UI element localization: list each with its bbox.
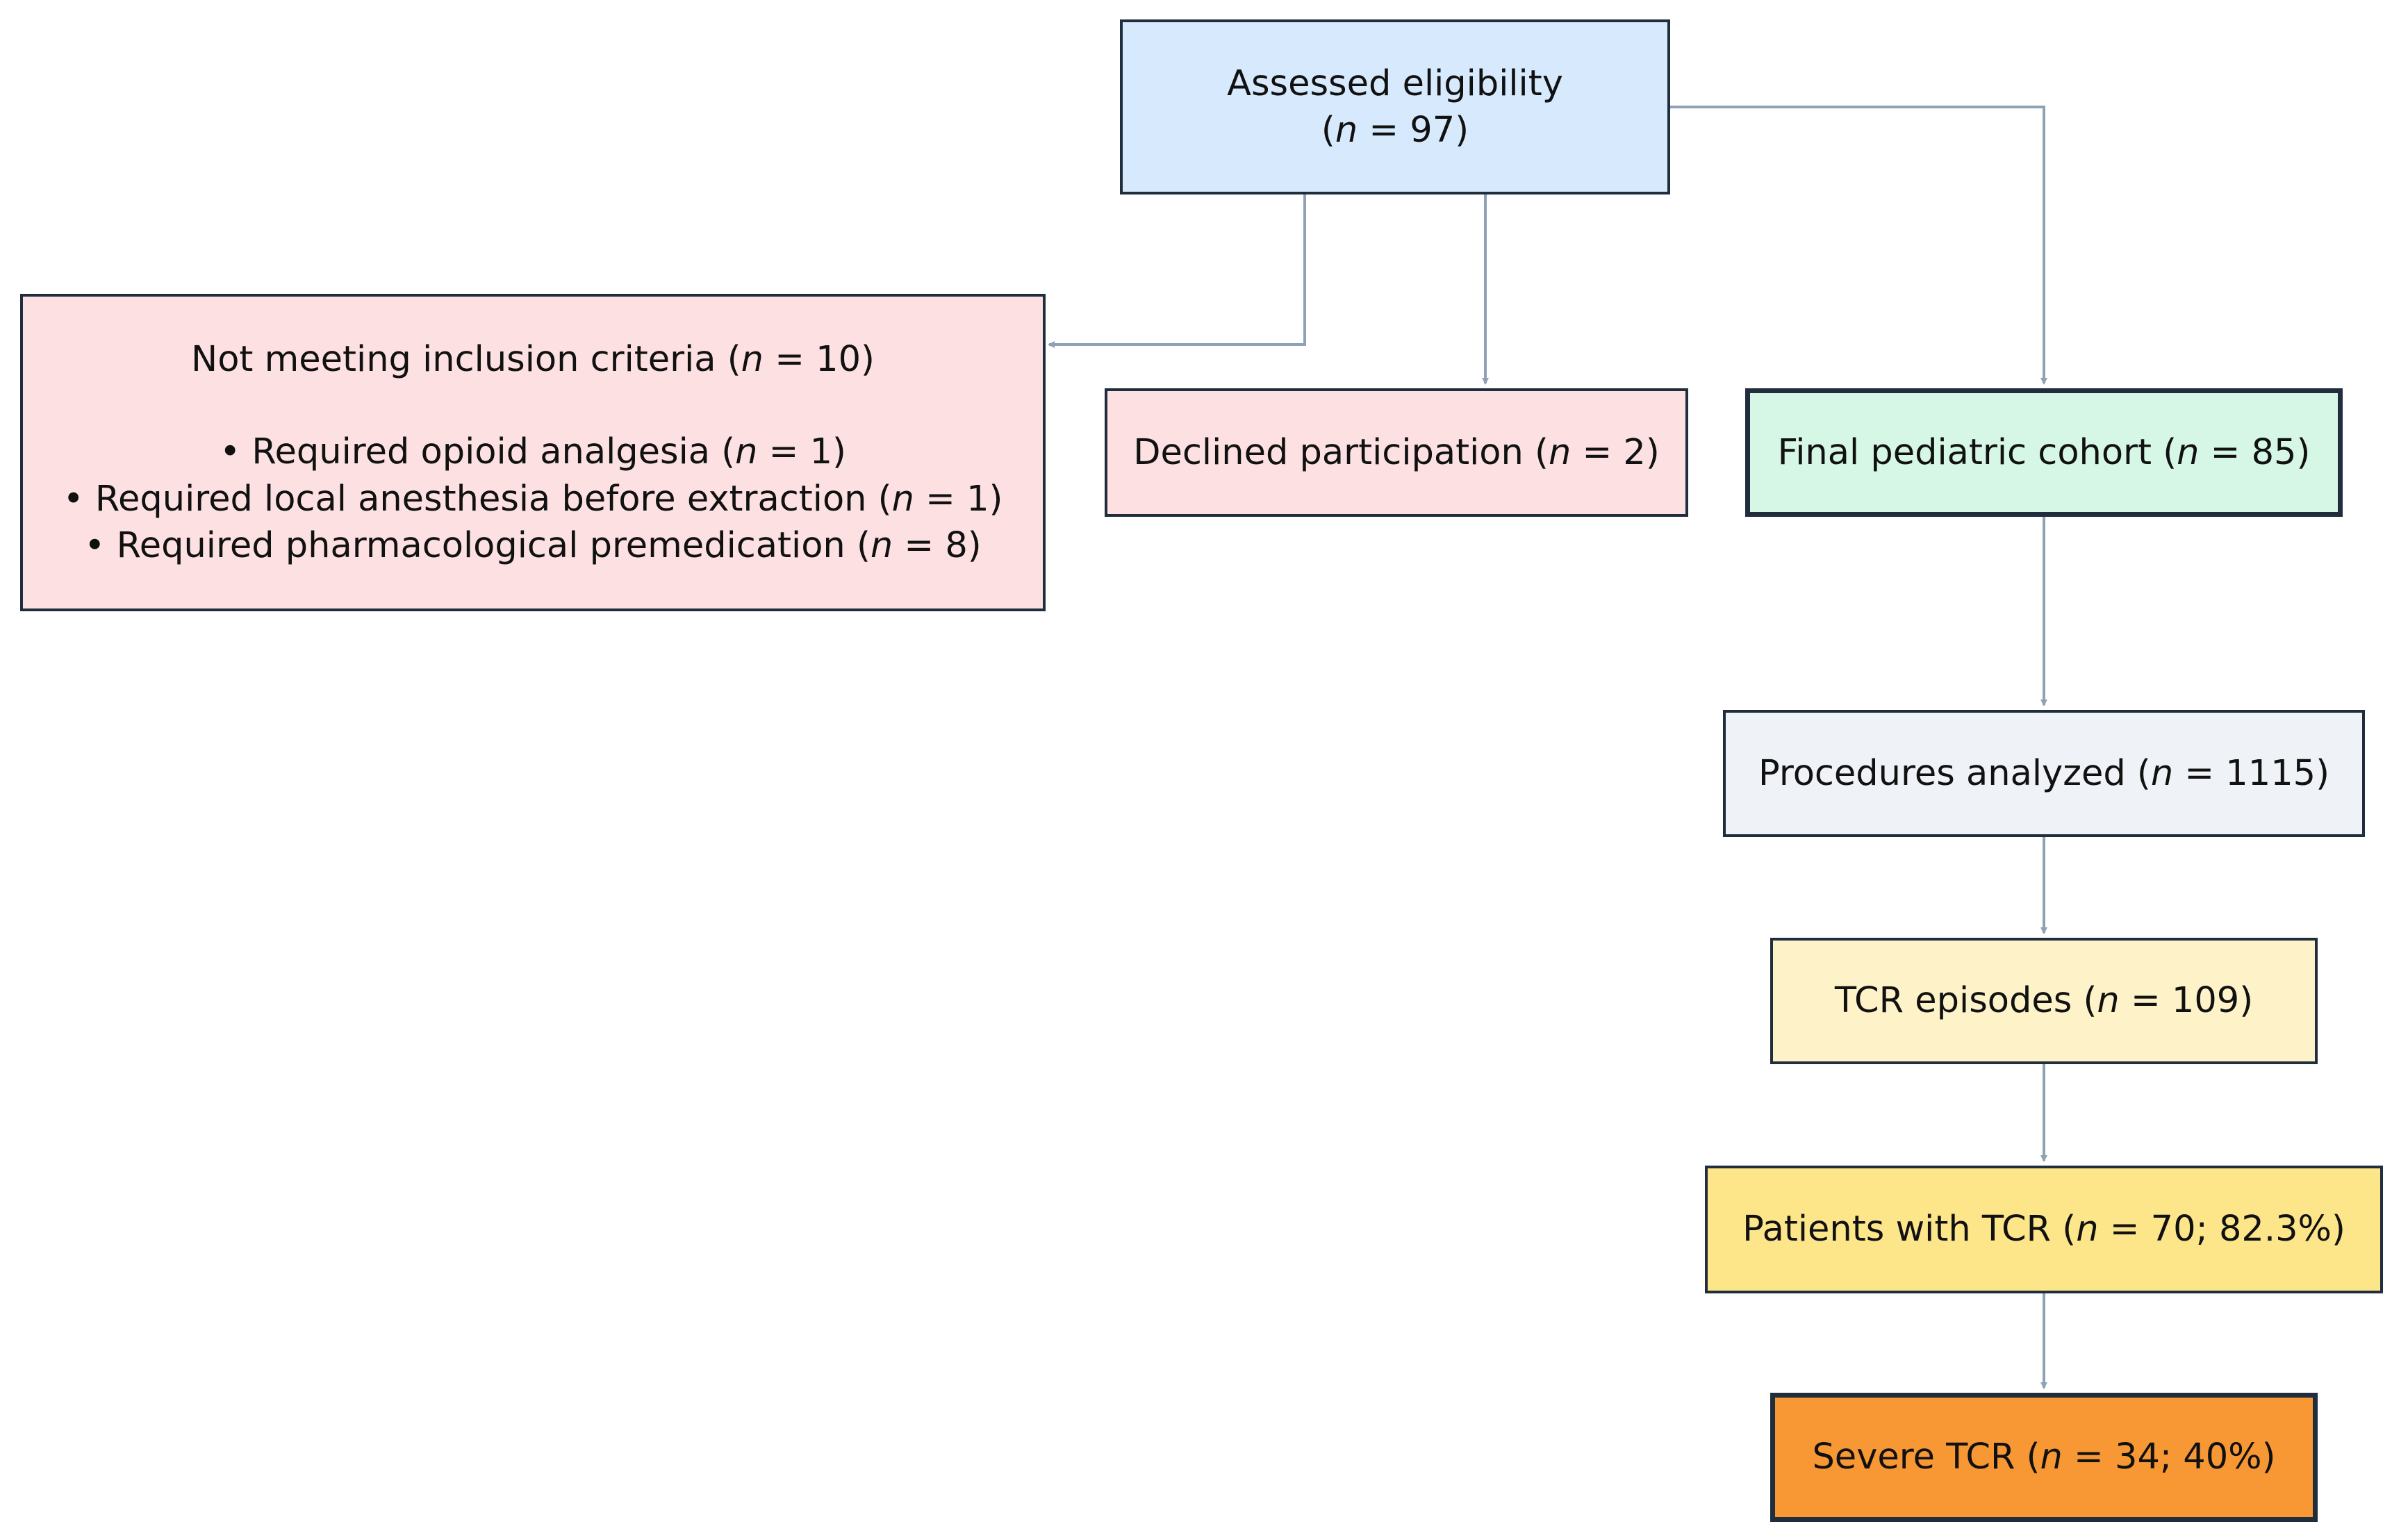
- procedures-text: Procedures analyzed (: [1758, 752, 2151, 794]
- exclusion-bullet-value: = 1): [757, 431, 846, 473]
- tcr-episodes-box: TCR episodes (n = 109): [1770, 938, 2318, 1064]
- exclusion-bullet-var: n: [870, 524, 893, 566]
- severe-value: = 34; 40%): [2062, 1436, 2276, 1478]
- tcr-episodes-text: TCR episodes (: [1834, 980, 2097, 1022]
- patients-var: n: [2076, 1209, 2099, 1250]
- patients-text: Patients with TCR (: [1742, 1209, 2077, 1250]
- exclusion-bullet-text: • Required pharmacological premedication…: [84, 524, 871, 566]
- exclusion-bullet: • Required pharmacological premedication…: [84, 522, 981, 569]
- eligibility-count-open: (: [1321, 110, 1335, 151]
- eligibility-label: Assessed eligibility: [1227, 63, 1563, 104]
- exclusion-bullet-var: n: [891, 478, 914, 520]
- procedures-label: Procedures analyzed (n = 1115): [1758, 750, 2329, 797]
- arrow-eligibility-to-not-meeting: [1048, 194, 1306, 348]
- exclusion-bullet-text: • Required local anesthesia before extra…: [63, 478, 892, 520]
- eligibility-count: (n = 97): [1321, 107, 1469, 154]
- tcr-episodes-label: TCR episodes (n = 109): [1835, 977, 2253, 1024]
- tcr-episodes-value: = 109): [2119, 980, 2254, 1022]
- patients-with-tcr-box: Patients with TCR (n = 70; 82.3%): [1705, 1166, 2383, 1293]
- exclusion-bullet-text: • Required opioid analgesia (: [220, 431, 736, 473]
- not-meeting-title-value: = 10): [764, 338, 875, 380]
- not-meeting-criteria-box: Not meeting inclusion criteria (n = 10) …: [20, 294, 1046, 611]
- severe-tcr-box: Severe TCR (n = 34; 40%): [1770, 1393, 2318, 1522]
- final-var: n: [2177, 431, 2200, 473]
- final-cohort-box: Final pediatric cohort (n = 85): [1745, 388, 2343, 517]
- eligibility-count-value: = 97): [1358, 110, 1469, 151]
- exclusion-bullet: • Required opioid analgesia (n = 1): [220, 429, 846, 475]
- procedures-value: = 1115): [2173, 752, 2329, 794]
- patients-label: Patients with TCR (n = 70; 82.3%): [1742, 1206, 2345, 1252]
- severe-text: Severe TCR (: [1812, 1436, 2040, 1478]
- declined-var: n: [1548, 431, 1572, 473]
- exclusion-bullet-value: = 1): [914, 478, 1003, 520]
- tcr-episodes-var: n: [2097, 980, 2120, 1022]
- procedures-var: n: [2150, 752, 2174, 794]
- declined-label: Declined participation (n = 2): [1133, 429, 1660, 476]
- exclusion-bullet-value: = 8): [893, 524, 982, 566]
- not-meeting-title-var: n: [741, 338, 764, 380]
- final-label: Final pediatric cohort (n = 85): [1778, 429, 2311, 476]
- not-meeting-title-text: Not meeting inclusion criteria (: [191, 338, 741, 380]
- declined-value: = 2): [1571, 431, 1660, 473]
- declined-text: Declined participation (: [1133, 431, 1549, 473]
- not-meeting-title: Not meeting inclusion criteria (n = 10): [191, 336, 875, 383]
- severe-var: n: [2040, 1436, 2063, 1478]
- final-text: Final pediatric cohort (: [1777, 431, 2177, 473]
- procedures-analyzed-box: Procedures analyzed (n = 1115): [1723, 710, 2365, 837]
- final-value: = 85): [2199, 431, 2311, 473]
- severe-label: Severe TCR (n = 34; 40%): [1812, 1434, 2275, 1480]
- eligibility-count-var: n: [1335, 110, 1358, 151]
- exclusion-bullet: • Required local anesthesia before extra…: [63, 476, 1003, 522]
- patients-value: = 70; 82.3%): [2098, 1209, 2345, 1250]
- declined-participation-box: Declined participation (n = 2): [1105, 388, 1688, 517]
- assessed-eligibility-box: Assessed eligibility (n = 97): [1120, 19, 1670, 194]
- arrow-eligibility-to-final: [1670, 106, 2047, 385]
- exclusion-bullet-var: n: [735, 431, 758, 473]
